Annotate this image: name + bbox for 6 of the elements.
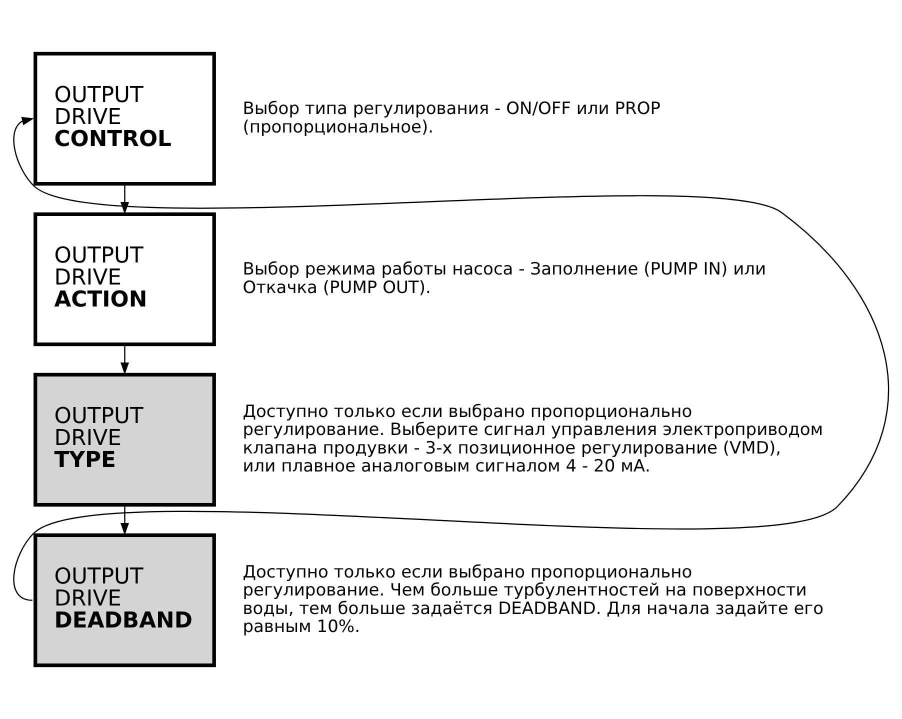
node-label: Доступно только если выбрано пропорционально регулирование. Выберите сигнал управления электроприводом клапана продувки - 3-х позиционное регулирование (VMD), или плавное аналоговым сигналом 4 - 20 мА. xyxy=(242,402,824,477)
node-label: Доступно только если выбрано пропорционально регулирование. Чем больше турбулентностей на поверхности воды, тем больше задаётся DEADBAND. Для начала задайте его равным 10%. xyxy=(242,562,824,638)
node-label: Выбор типа регулирования - ON/OFF или PROP (пропорциональное). xyxy=(242,99,660,138)
arrow xyxy=(120,346,129,375)
node-label: Выбор режима работы насоса - Заполнение (PUMP IN) или Откачка (PUMP OUT). xyxy=(242,260,766,298)
arrow xyxy=(120,506,129,536)
